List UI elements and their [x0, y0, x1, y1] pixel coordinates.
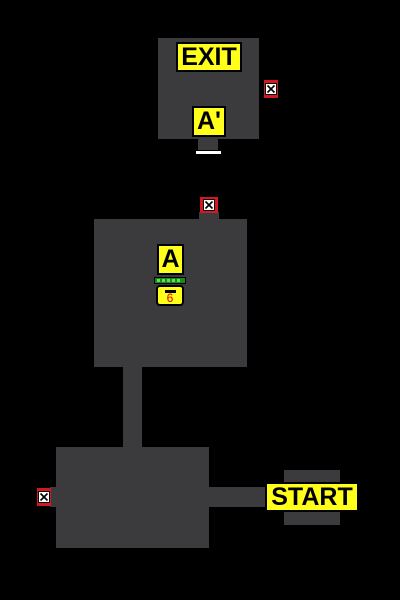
stairs-icon — [196, 151, 221, 154]
blocked-marker-east-exit[interactable] — [264, 80, 278, 98]
corridor-west — [50, 487, 58, 507]
green-bar-icon — [154, 277, 186, 284]
label-warp-a[interactable]: A — [157, 244, 184, 275]
chest-latch — [165, 290, 176, 293]
treasure-chest-icon[interactable]: 6 — [156, 285, 184, 306]
blocked-marker-north-a[interactable] — [200, 197, 218, 213]
x-icon — [203, 199, 215, 211]
x-icon — [38, 491, 50, 503]
corridor-a-north — [199, 212, 219, 220]
item-counter: 6 — [166, 291, 174, 305]
gate-dots-icon — [157, 279, 180, 282]
corridor-exit-stairs — [198, 138, 218, 150]
label-exit[interactable]: EXIT — [176, 42, 242, 72]
label-start[interactable]: START — [265, 482, 359, 512]
x-icon — [265, 83, 277, 95]
corridor-vertical — [123, 366, 142, 449]
room-start-hub — [56, 447, 209, 548]
corridor-east — [208, 487, 268, 507]
blocked-marker-west[interactable] — [37, 488, 51, 506]
label-warp-a-prime[interactable]: A' — [192, 106, 226, 137]
